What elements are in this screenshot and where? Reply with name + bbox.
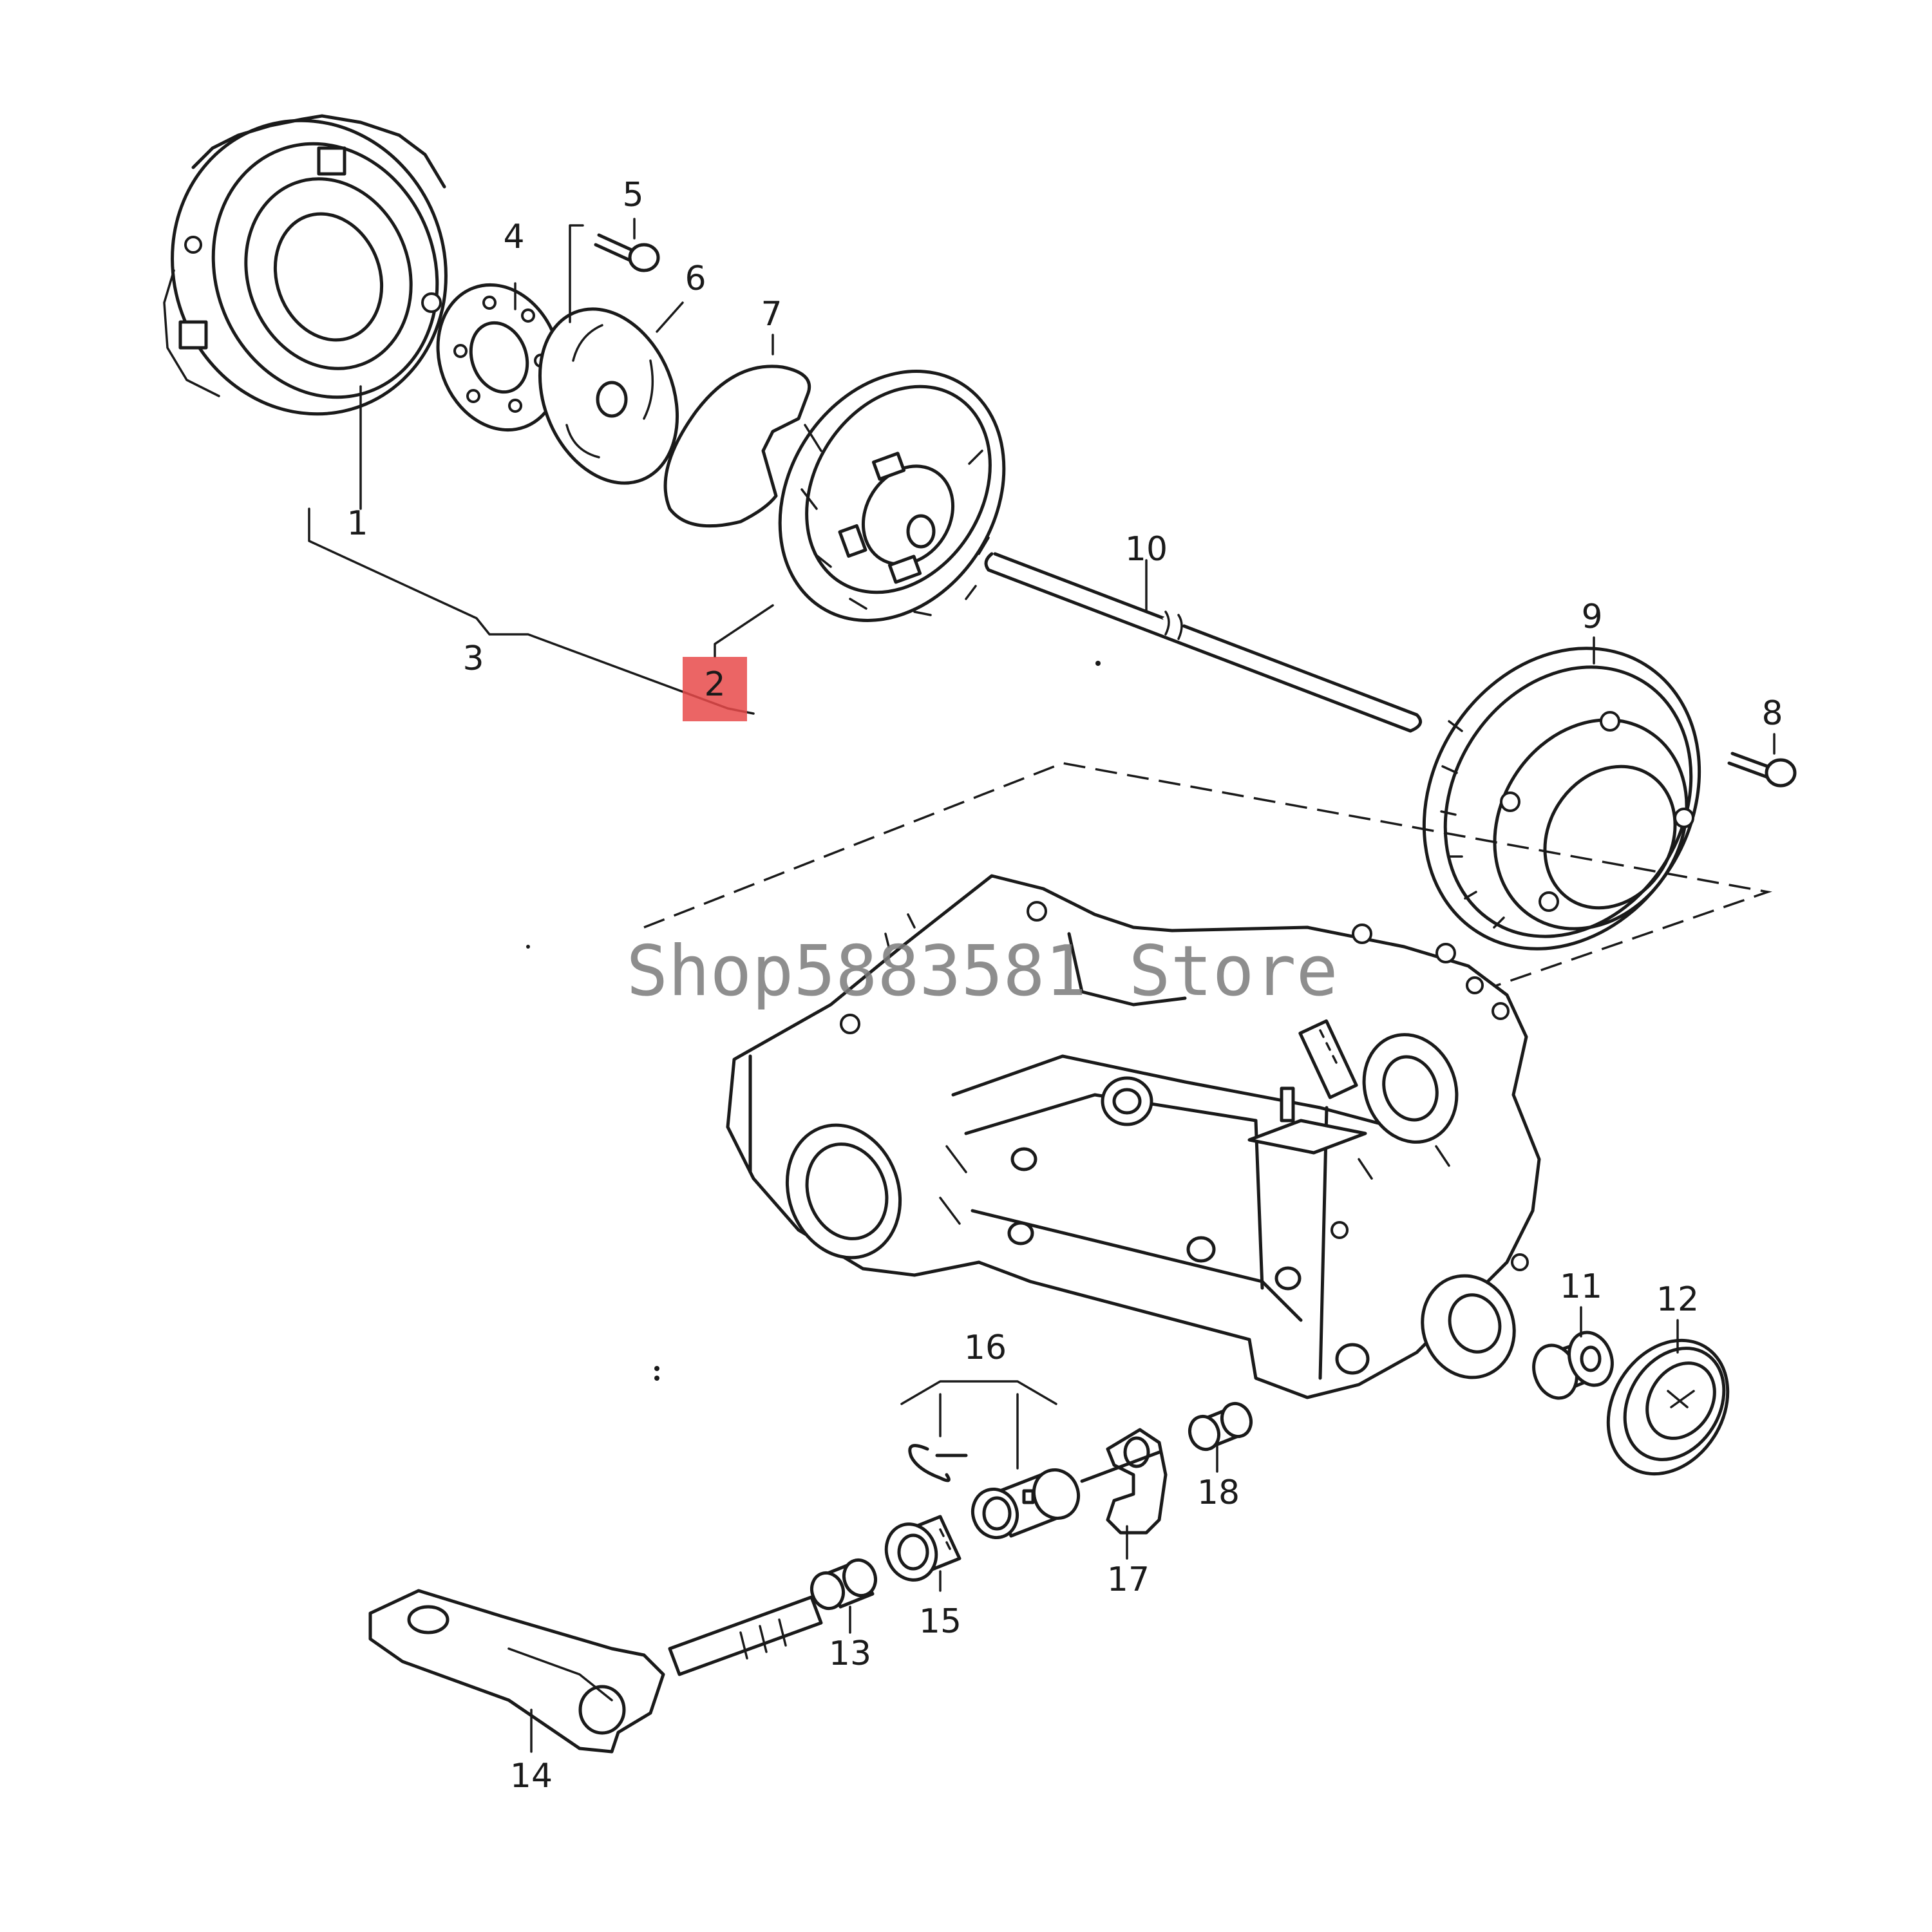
callout-12: 12 bbox=[1656, 1280, 1699, 1319]
mounting-plane-outline bbox=[643, 762, 1772, 1022]
oil-seal-part-12 bbox=[1606, 1338, 1730, 1476]
shaft-part-10 bbox=[984, 552, 1423, 733]
flywheel-part-9 bbox=[1422, 647, 1701, 951]
callout-6: 6 bbox=[685, 260, 706, 298]
callout-2: 2 bbox=[704, 665, 725, 704]
centre-plate-part-6 bbox=[538, 307, 679, 485]
speck bbox=[654, 1366, 659, 1371]
bearing-ring-part-15 bbox=[884, 1515, 961, 1582]
thrust-plate-part-4 bbox=[436, 283, 562, 432]
callout-16: 16 bbox=[964, 1329, 1007, 1367]
callout-15: 15 bbox=[919, 1602, 961, 1641]
callout-labels: 1 2 3 4 5 6 7 8 9 10 11 12 13 14 15 16 1… bbox=[346, 176, 1783, 1795]
callout-7: 7 bbox=[761, 295, 782, 334]
shop-watermark: Shop5883581 Store bbox=[626, 931, 1338, 1012]
callout-9: 9 bbox=[1581, 598, 1602, 636]
callout-5: 5 bbox=[622, 176, 643, 214]
bolt-part-8 bbox=[1727, 752, 1797, 788]
small-bush-part-18 bbox=[1188, 1401, 1253, 1452]
callout-13: 13 bbox=[829, 1634, 871, 1673]
highlight-box-part-2 bbox=[683, 657, 747, 721]
release-fork-part-17 bbox=[1106, 1428, 1168, 1535]
transmission-housing bbox=[726, 874, 1541, 1399]
speck bbox=[1095, 661, 1101, 666]
bushing-set-part-16 bbox=[908, 1444, 1080, 1540]
callout-3: 3 bbox=[462, 639, 484, 678]
release-lever-part-14 bbox=[368, 1450, 1161, 1754]
spring-ring-part-7 bbox=[663, 365, 811, 528]
bolt-part-5 bbox=[594, 233, 660, 272]
callout-18: 18 bbox=[1197, 1473, 1240, 1512]
clutch-disc-part-2 bbox=[778, 370, 1006, 622]
callout-8: 8 bbox=[1761, 694, 1783, 733]
callout-11: 11 bbox=[1560, 1267, 1602, 1306]
bush-part-13 bbox=[810, 1558, 878, 1611]
callout-14: 14 bbox=[510, 1757, 553, 1795]
callout-17: 17 bbox=[1107, 1560, 1150, 1599]
bearing-part-11 bbox=[1532, 1331, 1614, 1400]
callout-4: 4 bbox=[503, 218, 524, 256]
callout-10: 10 bbox=[1125, 530, 1168, 569]
callout-1: 1 bbox=[346, 504, 368, 543]
pressure-plate-part-1 bbox=[163, 114, 448, 416]
speck bbox=[526, 945, 530, 949]
speck bbox=[654, 1376, 659, 1381]
